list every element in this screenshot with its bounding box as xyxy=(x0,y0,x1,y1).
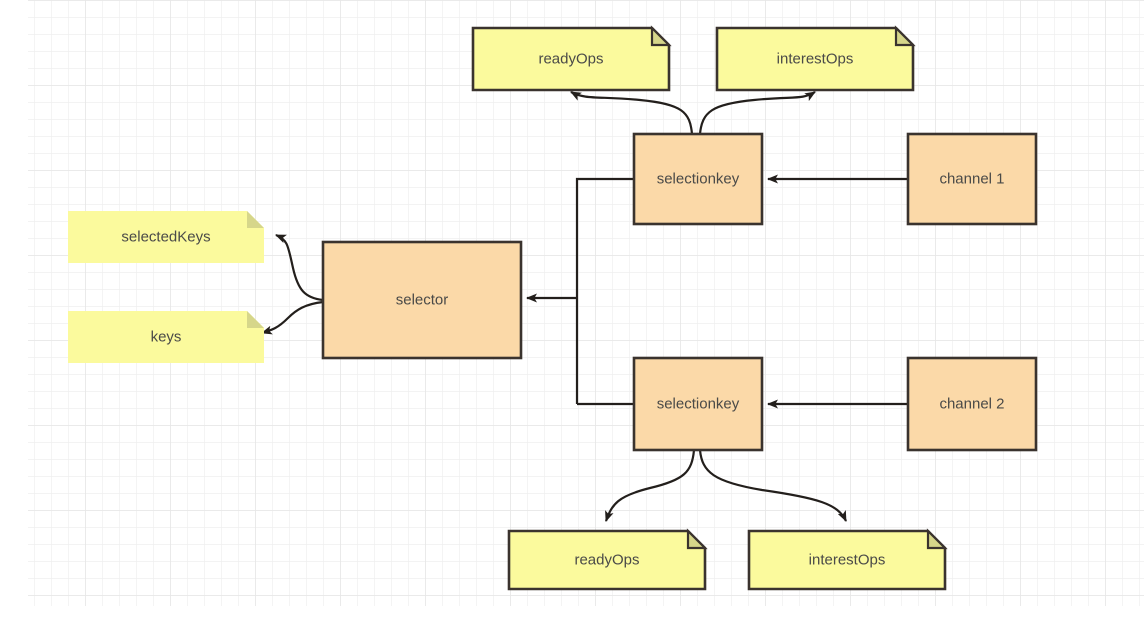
note-interestops-top-shape xyxy=(715,26,915,92)
note-selectedkeys-label: selectedKeys xyxy=(121,229,210,246)
edge-5[interactable] xyxy=(527,177,634,406)
box-selectionkey-top-label: selectionkey xyxy=(657,171,740,188)
box-selector[interactable]: selector xyxy=(321,240,523,360)
box-selector-shape xyxy=(321,240,523,360)
box-selectionkey-top[interactable]: selectionkey xyxy=(632,132,764,226)
note-readyops-bottom[interactable]: readyOps xyxy=(507,528,708,591)
note-readyops-top-shape xyxy=(471,26,671,92)
box-selectionkey-top-shape xyxy=(632,132,764,226)
note-selectedkeys[interactable]: selectedKeys xyxy=(68,211,264,263)
edge-8[interactable] xyxy=(604,449,696,522)
note-keys-shape xyxy=(68,311,264,363)
note-selectedkeys-shape xyxy=(68,211,264,263)
box-channel-2-shape xyxy=(906,356,1038,452)
box-channel-2[interactable]: channel 2 xyxy=(906,356,1038,452)
note-selectedkeys-fold-icon xyxy=(247,211,264,228)
note-interestops-bottom-shape xyxy=(747,529,947,591)
note-keys-fold-icon xyxy=(247,311,264,328)
edge-2[interactable] xyxy=(698,91,816,135)
box-selector-label: selector xyxy=(396,292,449,309)
box-selectionkey-bottom-shape xyxy=(632,356,764,452)
box-channel-2-label: channel 2 xyxy=(939,396,1004,413)
box-selectionkey-bottom-label: selectionkey xyxy=(657,396,740,413)
edge-1[interactable] xyxy=(570,91,694,135)
nodes-group: readyOps interestOps selectionkey channel 1… xyxy=(68,25,1038,591)
note-interestops-top-label: interestOps xyxy=(777,51,854,68)
edge-6[interactable] xyxy=(275,233,324,302)
edge-7[interactable] xyxy=(261,300,324,335)
note-interestops-top-fold-icon xyxy=(894,25,916,47)
note-readyops-top-label: readyOps xyxy=(538,51,603,68)
note-interestops-bottom[interactable]: interestOps xyxy=(747,528,948,591)
note-readyops-bottom-fold-icon xyxy=(686,528,708,550)
note-readyops-bottom-label: readyOps xyxy=(574,552,639,569)
edge-9[interactable] xyxy=(698,449,847,522)
box-channel-1-shape xyxy=(906,132,1038,226)
edges-group xyxy=(261,91,908,522)
box-selectionkey-bottom[interactable]: selectionkey xyxy=(632,356,764,452)
note-interestops-bottom-fold-icon xyxy=(926,528,948,550)
note-readyops-bottom-shape xyxy=(507,529,707,591)
box-channel-1[interactable]: channel 1 xyxy=(906,132,1038,226)
note-keys-label: keys xyxy=(151,329,182,346)
note-readyops-top-fold-icon xyxy=(650,25,672,47)
note-readyops-top[interactable]: readyOps xyxy=(471,25,672,92)
box-channel-1-label: channel 1 xyxy=(939,171,1004,188)
note-interestops-bottom-label: interestOps xyxy=(809,552,886,569)
note-keys[interactable]: keys xyxy=(68,311,264,363)
note-interestops-top[interactable]: interestOps xyxy=(715,25,916,92)
